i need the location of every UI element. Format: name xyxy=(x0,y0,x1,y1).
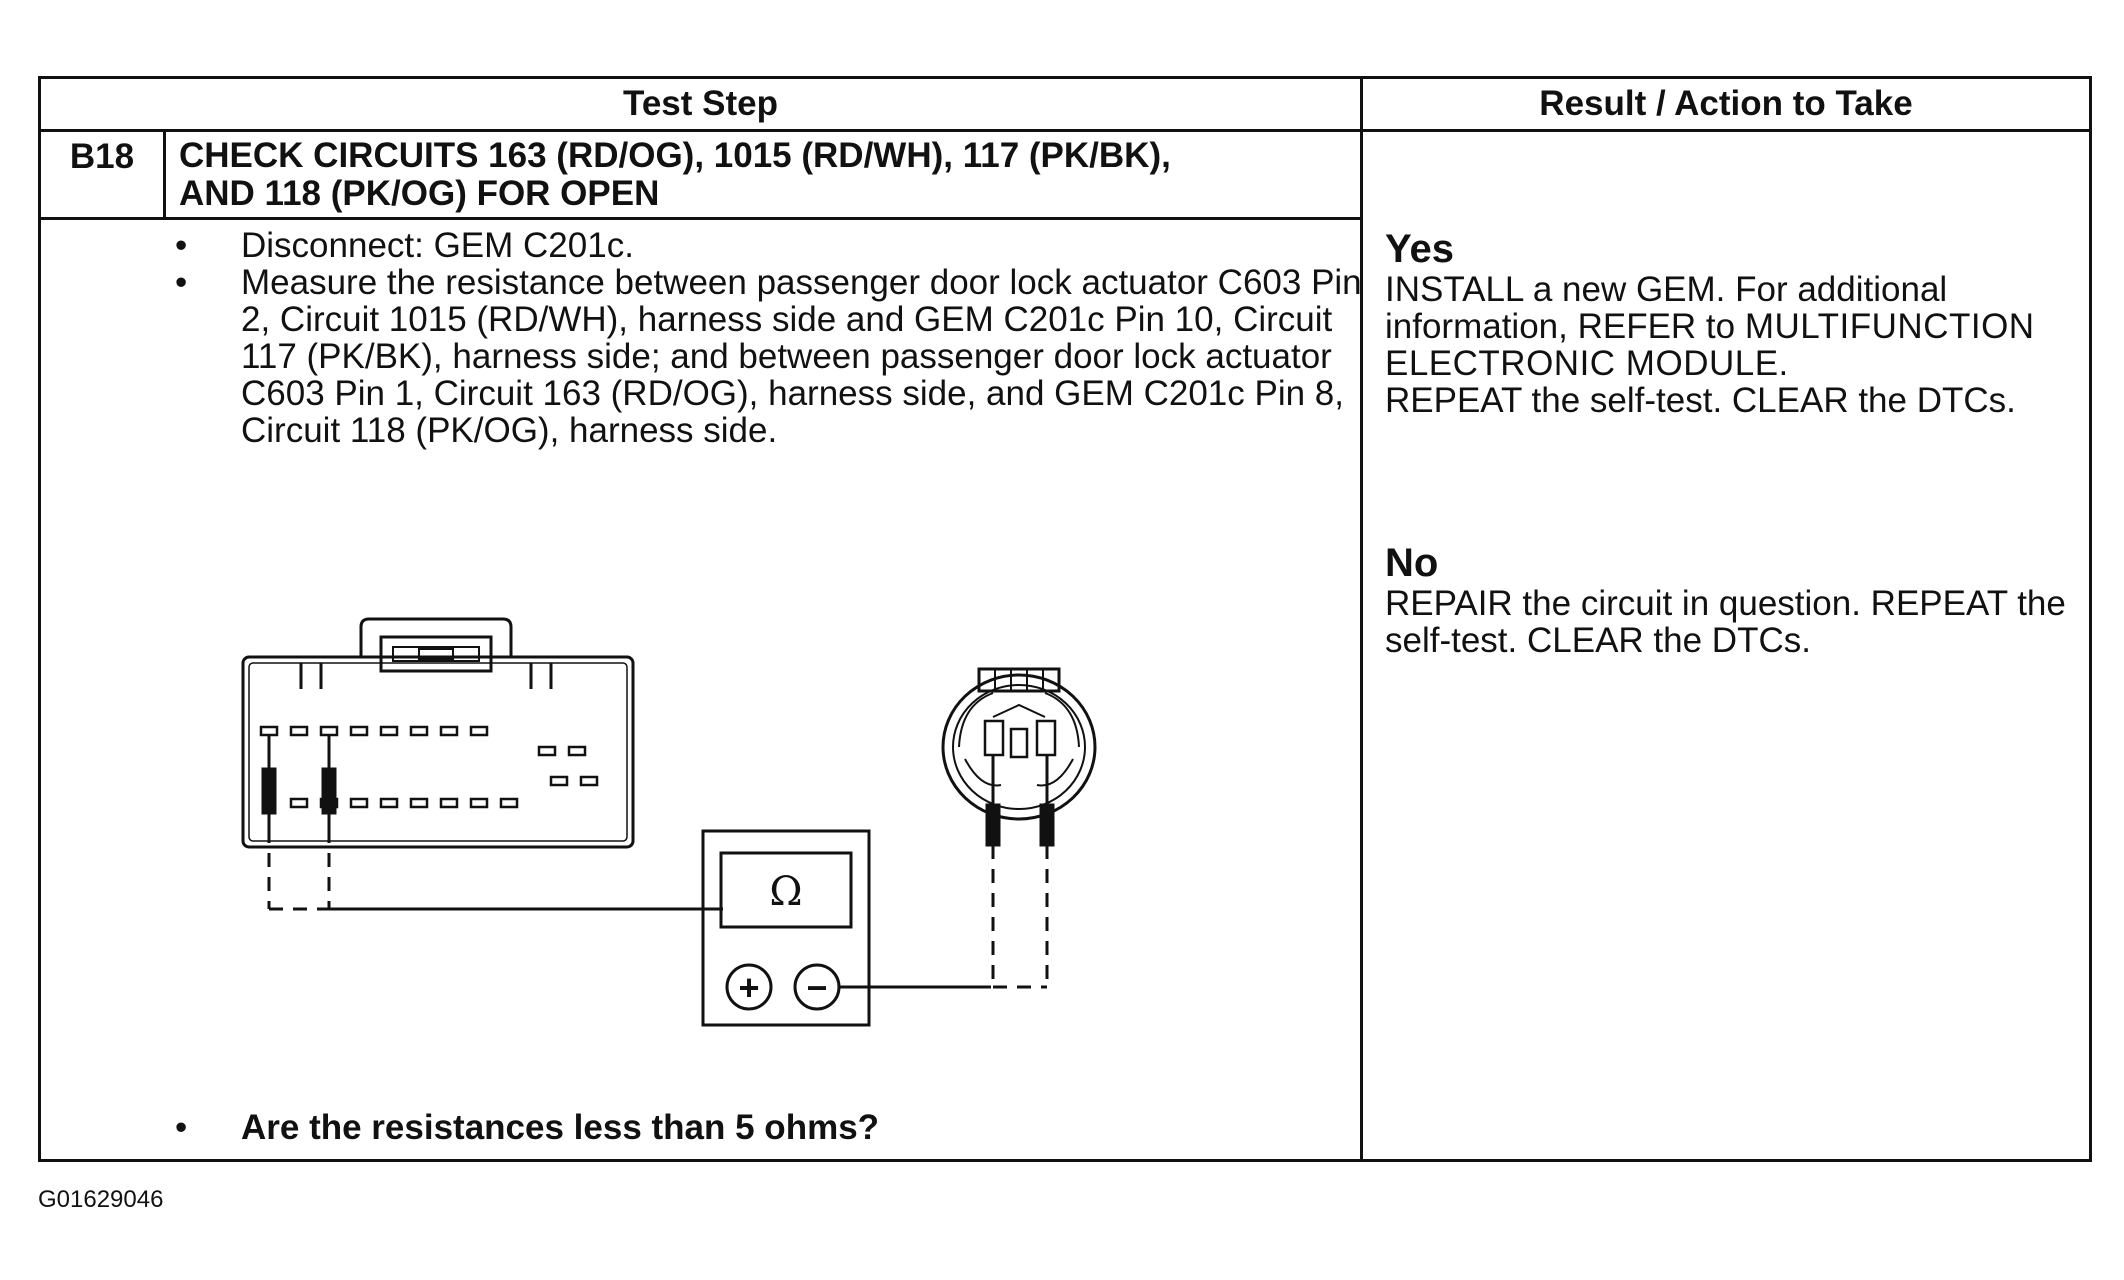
figure-id: G01629046 xyxy=(38,1186,164,1213)
gem-terminals-top xyxy=(259,725,599,787)
step-id-divider xyxy=(163,129,166,217)
instruction-item: • Measure the resistance between passeng… xyxy=(151,264,1371,449)
gem-probes xyxy=(261,735,337,829)
bullet: • xyxy=(175,1108,188,1147)
header-divider xyxy=(41,129,2089,132)
instruction-item: • Disconnect: GEM C201c. xyxy=(151,227,1371,264)
header-test-step: Test Step xyxy=(623,84,778,123)
question-text: Are the resistances less than 5 ohms? xyxy=(241,1108,880,1147)
step-title-divider xyxy=(41,217,1361,220)
test-step-table: Test Step Result / Action to Take B18 CH… xyxy=(38,76,2092,1162)
step-instructions: • Disconnect: GEM C201c. • Measure the r… xyxy=(151,227,1371,449)
result-yes-line-1: INSTALL a new GEM. For additional inform… xyxy=(1385,270,1948,346)
result-no-heading: No xyxy=(1385,541,1439,585)
result-yes-heading: Yes xyxy=(1385,227,1454,271)
result-yes-line-2: REPEAT the self-test. CLEAR the DTCs. xyxy=(1385,381,2016,420)
result-no: No REPAIR the circuit in question. REPEA… xyxy=(1385,541,2085,659)
step-title-line-2: AND 118 (PK/OG) FOR OPEN xyxy=(179,174,660,213)
ohmmeter xyxy=(701,829,871,1027)
result-yes-reference: MULTIFUNCTION ELECTRONIC MODULE. xyxy=(1385,307,2035,383)
wiring-diagram: Ω + − xyxy=(241,617,1097,1027)
bullet: • xyxy=(175,263,188,302)
gem-connector xyxy=(241,617,635,849)
bullet: • xyxy=(175,226,188,265)
step-title: CHECK CIRCUITS 163 (RD/OG), 1015 (RD/WH)… xyxy=(179,137,1359,213)
actuator-probes xyxy=(985,755,1055,847)
column-divider xyxy=(1360,79,1363,1159)
ohm-symbol: Ω xyxy=(769,869,802,915)
gem-leads xyxy=(267,829,331,911)
actuator-connector xyxy=(941,667,1097,821)
step-id: B18 xyxy=(69,137,135,176)
step-title-line-1: CHECK CIRCUITS 163 (RD/OG), 1015 (RD/WH)… xyxy=(179,136,1171,175)
plus-terminal-label: + xyxy=(738,967,759,1008)
header-result-action: Result / Action to Take xyxy=(1539,84,1913,123)
actuator-leads xyxy=(991,845,1049,989)
result-no-text: REPAIR the circuit in question. REPEAT t… xyxy=(1385,584,2066,660)
instruction-text: Measure the resistance between passenger… xyxy=(241,263,1362,450)
result-yes-text: INSTALL a new GEM. For additional inform… xyxy=(1385,271,2085,382)
minus-terminal-label: − xyxy=(806,967,827,1008)
result-yes: Yes INSTALL a new GEM. For additional in… xyxy=(1385,227,2085,419)
step-question: • Are the resistances less than 5 ohms? xyxy=(151,1109,1371,1146)
instruction-text: Disconnect: GEM C201c. xyxy=(241,226,634,265)
